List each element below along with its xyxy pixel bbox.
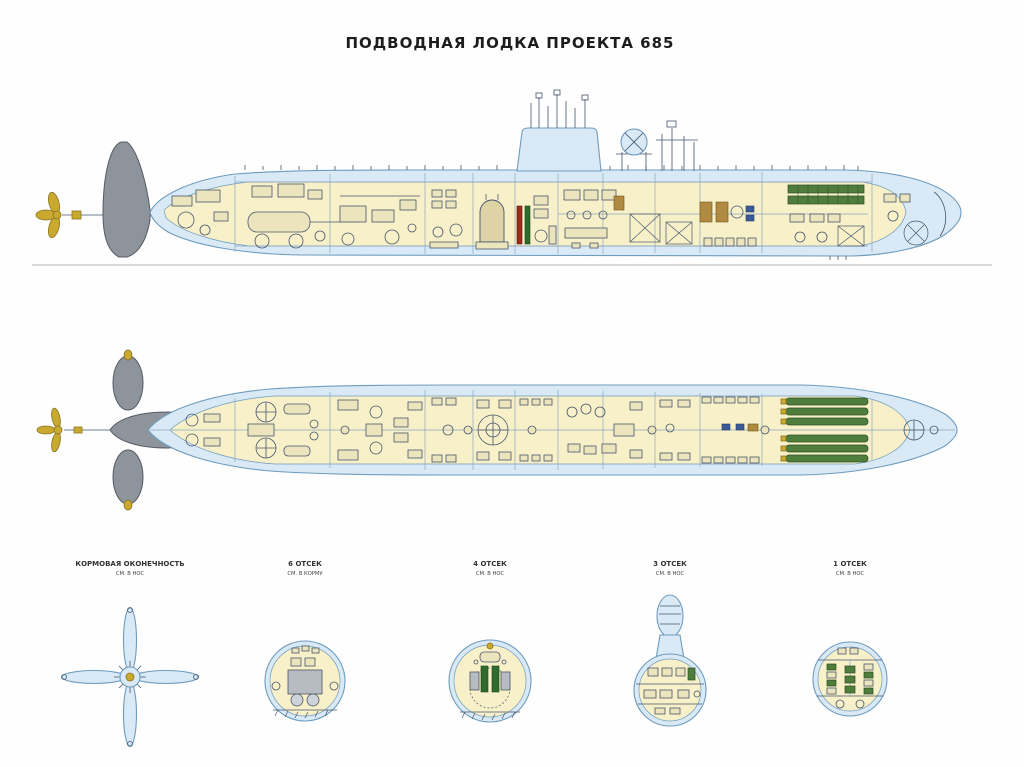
section-label: КОРМОВАЯ ОКОНЕЧНОСТЬ (75, 560, 184, 568)
stern-fin-side (102, 141, 151, 258)
section-sublabel: СМ. В НОС (476, 571, 505, 577)
section-label: 1 ОТСЕК (833, 560, 867, 568)
section-compartment-4: 4 ОТСЕК СМ. В НОС (448, 560, 532, 723)
section-sublabel: СМ. В НОС (836, 571, 865, 577)
sail (516, 89, 602, 172)
propeller-side-icon (35, 191, 103, 239)
plan-view (36, 349, 958, 511)
periscope-masts (530, 89, 589, 128)
plan-machinery (185, 396, 939, 464)
section-sublabel: СМ. В НОС (656, 571, 685, 577)
stern-propeller-blades (114, 661, 146, 693)
side-elevation-view (32, 89, 992, 266)
section-label: 3 ОТСЕК (653, 560, 687, 568)
section-label: 6 ОТСЕК (288, 560, 322, 568)
page-title: ПОДВОДНАЯ ЛОДКА ПРОЕКТА 685 (346, 34, 675, 52)
section-sublabel: СМ. В КОРМУ (287, 571, 323, 577)
reactor-plan (477, 414, 509, 446)
green-rack-side (787, 184, 865, 205)
escape-capsule (616, 128, 652, 171)
propeller-plan-icon (36, 407, 112, 453)
side-machinery (171, 183, 947, 250)
cross-sections-row: КОРМОВАЯ ОКОНЕЧНОСТЬ СМ. В НОС 6 ОТСЕК С… (61, 560, 888, 747)
reactor-side (475, 194, 531, 250)
section-stern-end: КОРМОВАЯ ОКОНЕЧНОСТЬ СМ. В НОС (61, 560, 199, 747)
section-compartment-6: 6 ОТСЕК СМ. В КОРМУ (264, 560, 346, 722)
flood-ports (829, 256, 847, 260)
section-compartment-3: 3 ОТСЕК СМ. В НОС (633, 560, 707, 727)
sail-cross-section (656, 594, 684, 638)
section-sublabel: СМ. В НОС (116, 571, 145, 577)
deck-ticks (244, 165, 859, 170)
hatched-tanks-side (629, 213, 865, 247)
bow-hatched-circle (903, 220, 929, 246)
section-compartment-1: 1 ОТСЕК СМ. В НОС (812, 560, 888, 717)
aft-masts (656, 120, 698, 171)
section-label: 4 ОТСЕК (473, 560, 507, 568)
torpedo-tubes-plan (780, 397, 869, 463)
